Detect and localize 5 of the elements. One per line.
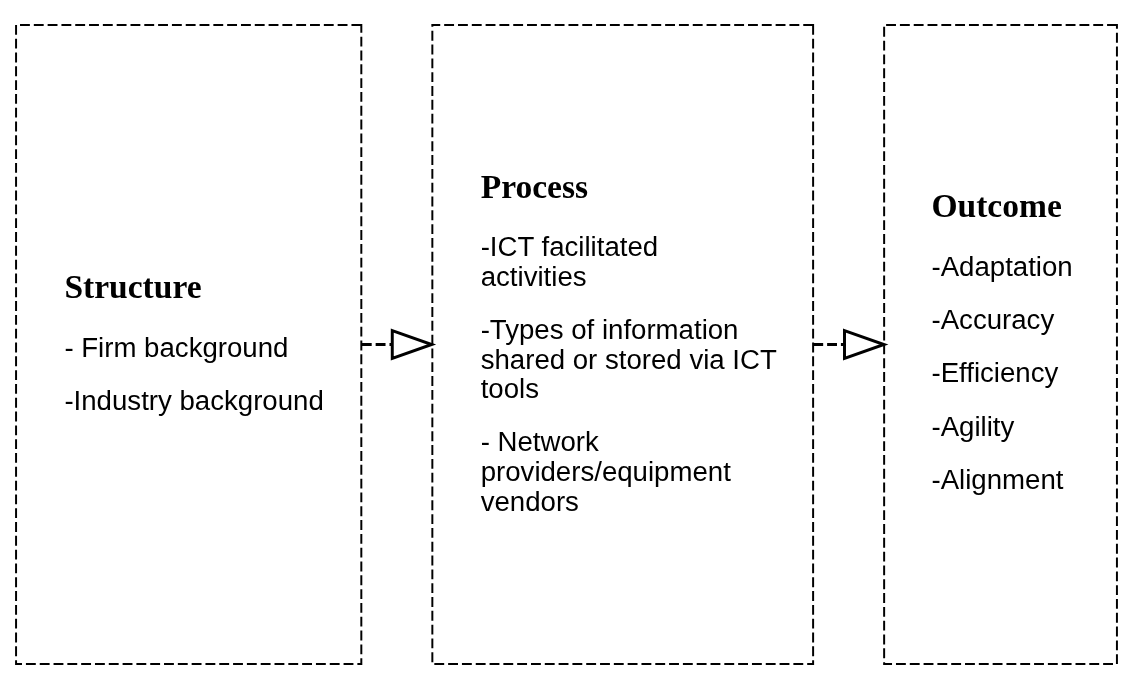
arrow — [813, 328, 889, 360]
node-box: Outcome -Adaptation -Accuracy -Efficiency -Agility -Alignment — [883, 23, 1118, 665]
node-box: Structure - Firm background -Industry background — [15, 23, 363, 665]
node-box: Process -ICT facilitated activities -Types of information shared or stored via ICT tools - Network providers/equipment vendors — [431, 23, 815, 665]
arrow — [361, 328, 437, 360]
